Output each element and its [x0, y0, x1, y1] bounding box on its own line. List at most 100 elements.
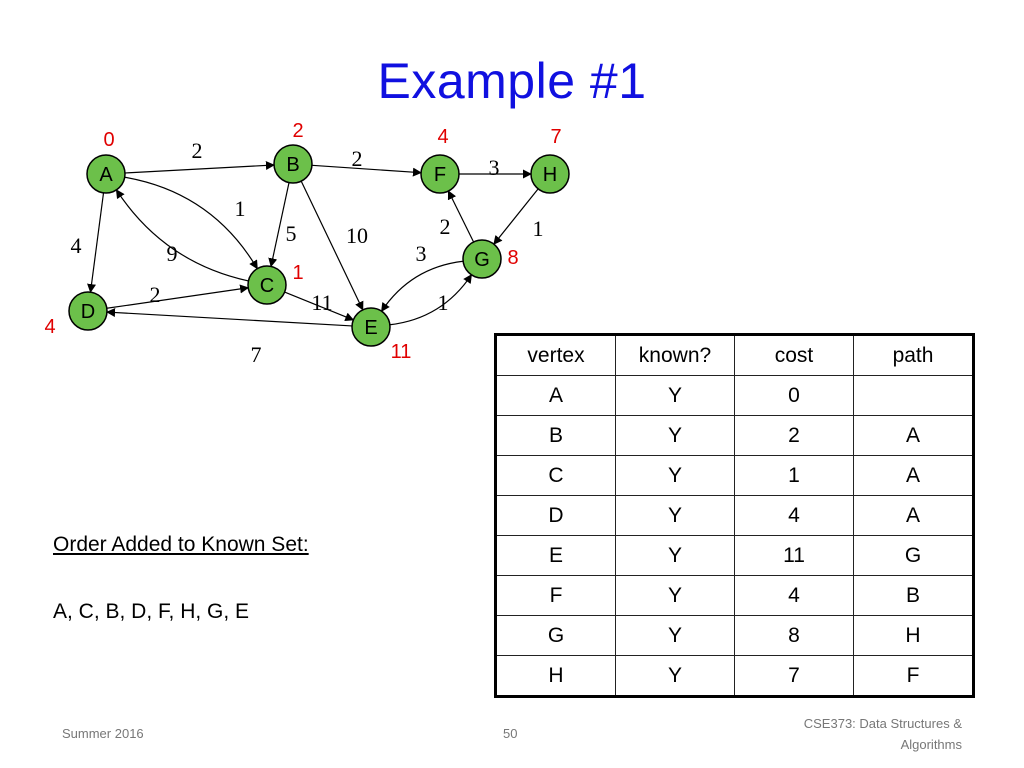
- edge-weight-a-d: 4: [71, 233, 82, 258]
- vertex-label-e: E: [364, 317, 377, 339]
- cell-path: B: [853, 575, 974, 616]
- cell-path: A: [853, 495, 974, 536]
- edge-weight-c-a: 9: [167, 241, 178, 266]
- footer-course-line1: CSE373: Data Structures &: [803, 716, 962, 731]
- cell-known: Y: [615, 535, 735, 576]
- edge-d-c: [106, 284, 250, 309]
- vertex-label-g: G: [474, 249, 490, 271]
- edge-weight-e-d: 7: [251, 342, 262, 367]
- edge-weight-e-g: 1: [438, 290, 449, 315]
- header-vertex: vertex: [495, 334, 616, 376]
- cell-cost: 2: [734, 415, 854, 456]
- cell-path: H: [853, 615, 974, 656]
- cell-cost: 8: [734, 615, 854, 656]
- edge-a-c: [124, 176, 258, 270]
- vertex-cost-g: 8: [507, 247, 518, 269]
- edge-weight-c-e: 11: [311, 290, 332, 315]
- edge-e-g: [389, 274, 472, 326]
- edge-weight-d-c: 2: [150, 282, 161, 307]
- cell-known: Y: [615, 415, 735, 456]
- vertex-label-c: C: [260, 275, 274, 297]
- vertex-f: [420, 154, 460, 194]
- vertex-label-a: A: [99, 164, 113, 186]
- edge-weight-b-e: 10: [346, 223, 368, 248]
- footer-course-line2: Algorithms: [900, 737, 962, 752]
- vertex-cost-h: 7: [550, 126, 561, 148]
- vertex-label-d: D: [81, 301, 95, 323]
- cell-known: Y: [615, 375, 735, 416]
- cell-known: Y: [615, 455, 735, 496]
- cell-vertex: C: [495, 455, 616, 496]
- edge-b-e: [300, 180, 364, 311]
- vertex-label-f: F: [434, 164, 446, 186]
- cell-known: Y: [615, 495, 735, 536]
- header-path: path: [853, 334, 974, 376]
- edge-a-b: [124, 160, 275, 174]
- vertex-b: [273, 144, 313, 184]
- vertex-cost-a: 0: [103, 129, 114, 151]
- edge-weight-b-c: 5: [286, 221, 297, 246]
- header-known: known?: [615, 334, 735, 376]
- cell-cost: 11: [734, 535, 854, 576]
- table-header-row: vertex known? cost path: [495, 334, 974, 376]
- cell-path: G: [853, 535, 974, 576]
- edge-h-g: [493, 188, 539, 245]
- vertex-e: [351, 307, 391, 347]
- cell-vertex: G: [495, 615, 616, 656]
- edge-c-a: [115, 189, 249, 282]
- edge-weight-h-g: 1: [533, 216, 544, 241]
- vertex-cost-c: 1: [292, 262, 303, 284]
- cell-vertex: F: [495, 575, 616, 616]
- footer-course: CSE373: Data Structures & Algorithms: [760, 713, 962, 755]
- vertex-label-b: B: [286, 154, 299, 176]
- cell-cost: 7: [734, 655, 854, 697]
- order-list: A, C, B, D, F, H, G, E: [53, 600, 250, 623]
- cell-vertex: A: [495, 375, 616, 416]
- edge-a-d: [87, 192, 105, 294]
- header-cost: cost: [734, 334, 854, 376]
- edge-weight-f-h: 3: [489, 155, 500, 180]
- vertex-cost-e: 11: [391, 341, 412, 363]
- cell-vertex: H: [495, 655, 616, 697]
- cell-path: [853, 375, 974, 416]
- edge-g-e: [381, 260, 464, 312]
- edge-b-f: [311, 164, 422, 177]
- cell-path: A: [853, 455, 974, 496]
- cell-cost: 1: [734, 455, 854, 496]
- vertex-h: [530, 154, 570, 194]
- vertex-a: [86, 154, 126, 194]
- cell-path: F: [853, 655, 974, 697]
- vertex-c: [247, 265, 287, 305]
- vertex-cost-b: 2: [292, 120, 303, 142]
- edge-c-e: [284, 291, 355, 322]
- vertex-label-h: H: [543, 164, 557, 186]
- cell-cost: 4: [734, 575, 854, 616]
- edge-b-c: [268, 182, 290, 268]
- slide-title: Example #1: [377, 53, 647, 109]
- edge-weight-b-f: 2: [352, 146, 363, 171]
- edge-weight-a-b: 2: [192, 138, 203, 163]
- cell-path: A: [853, 415, 974, 456]
- cell-vertex: B: [495, 415, 616, 456]
- cell-vertex: D: [495, 495, 616, 536]
- footer-term: Summer 2016: [62, 726, 144, 741]
- vertex-cost-f: 4: [437, 126, 448, 148]
- cell-cost: 4: [734, 495, 854, 536]
- vertex-g: [462, 239, 502, 279]
- edge-g-f: [447, 190, 475, 243]
- cell-known: Y: [615, 655, 735, 697]
- cell-known: Y: [615, 615, 735, 656]
- edge-weight-a-c: 1: [235, 196, 246, 221]
- cell-known: Y: [615, 575, 735, 616]
- footer-page-number: 50: [503, 726, 518, 741]
- cell-vertex: E: [495, 535, 616, 576]
